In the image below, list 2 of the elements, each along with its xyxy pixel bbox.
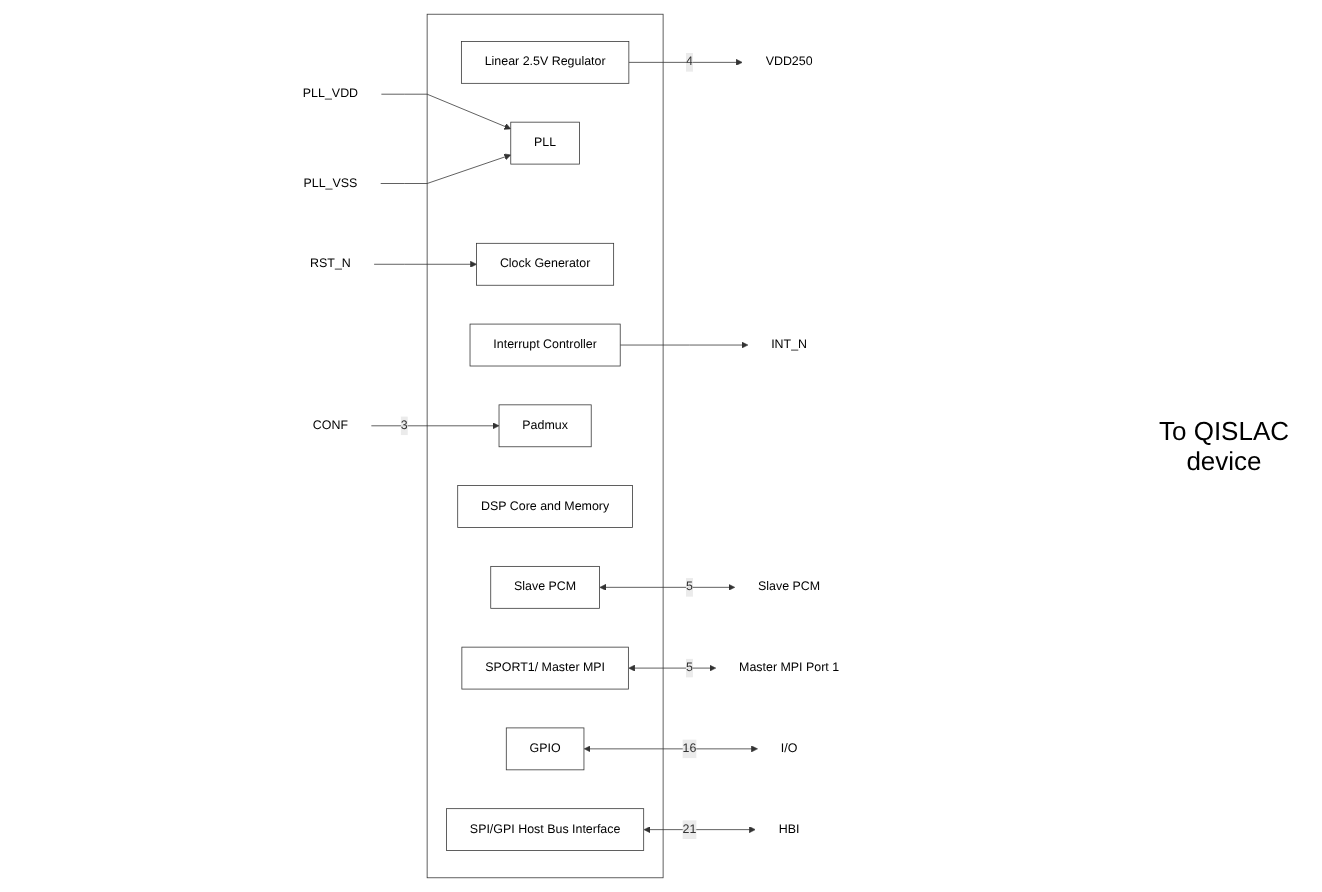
note: To QISLAC device	[1156, 416, 1292, 476]
cluster	[426, 13, 664, 879]
